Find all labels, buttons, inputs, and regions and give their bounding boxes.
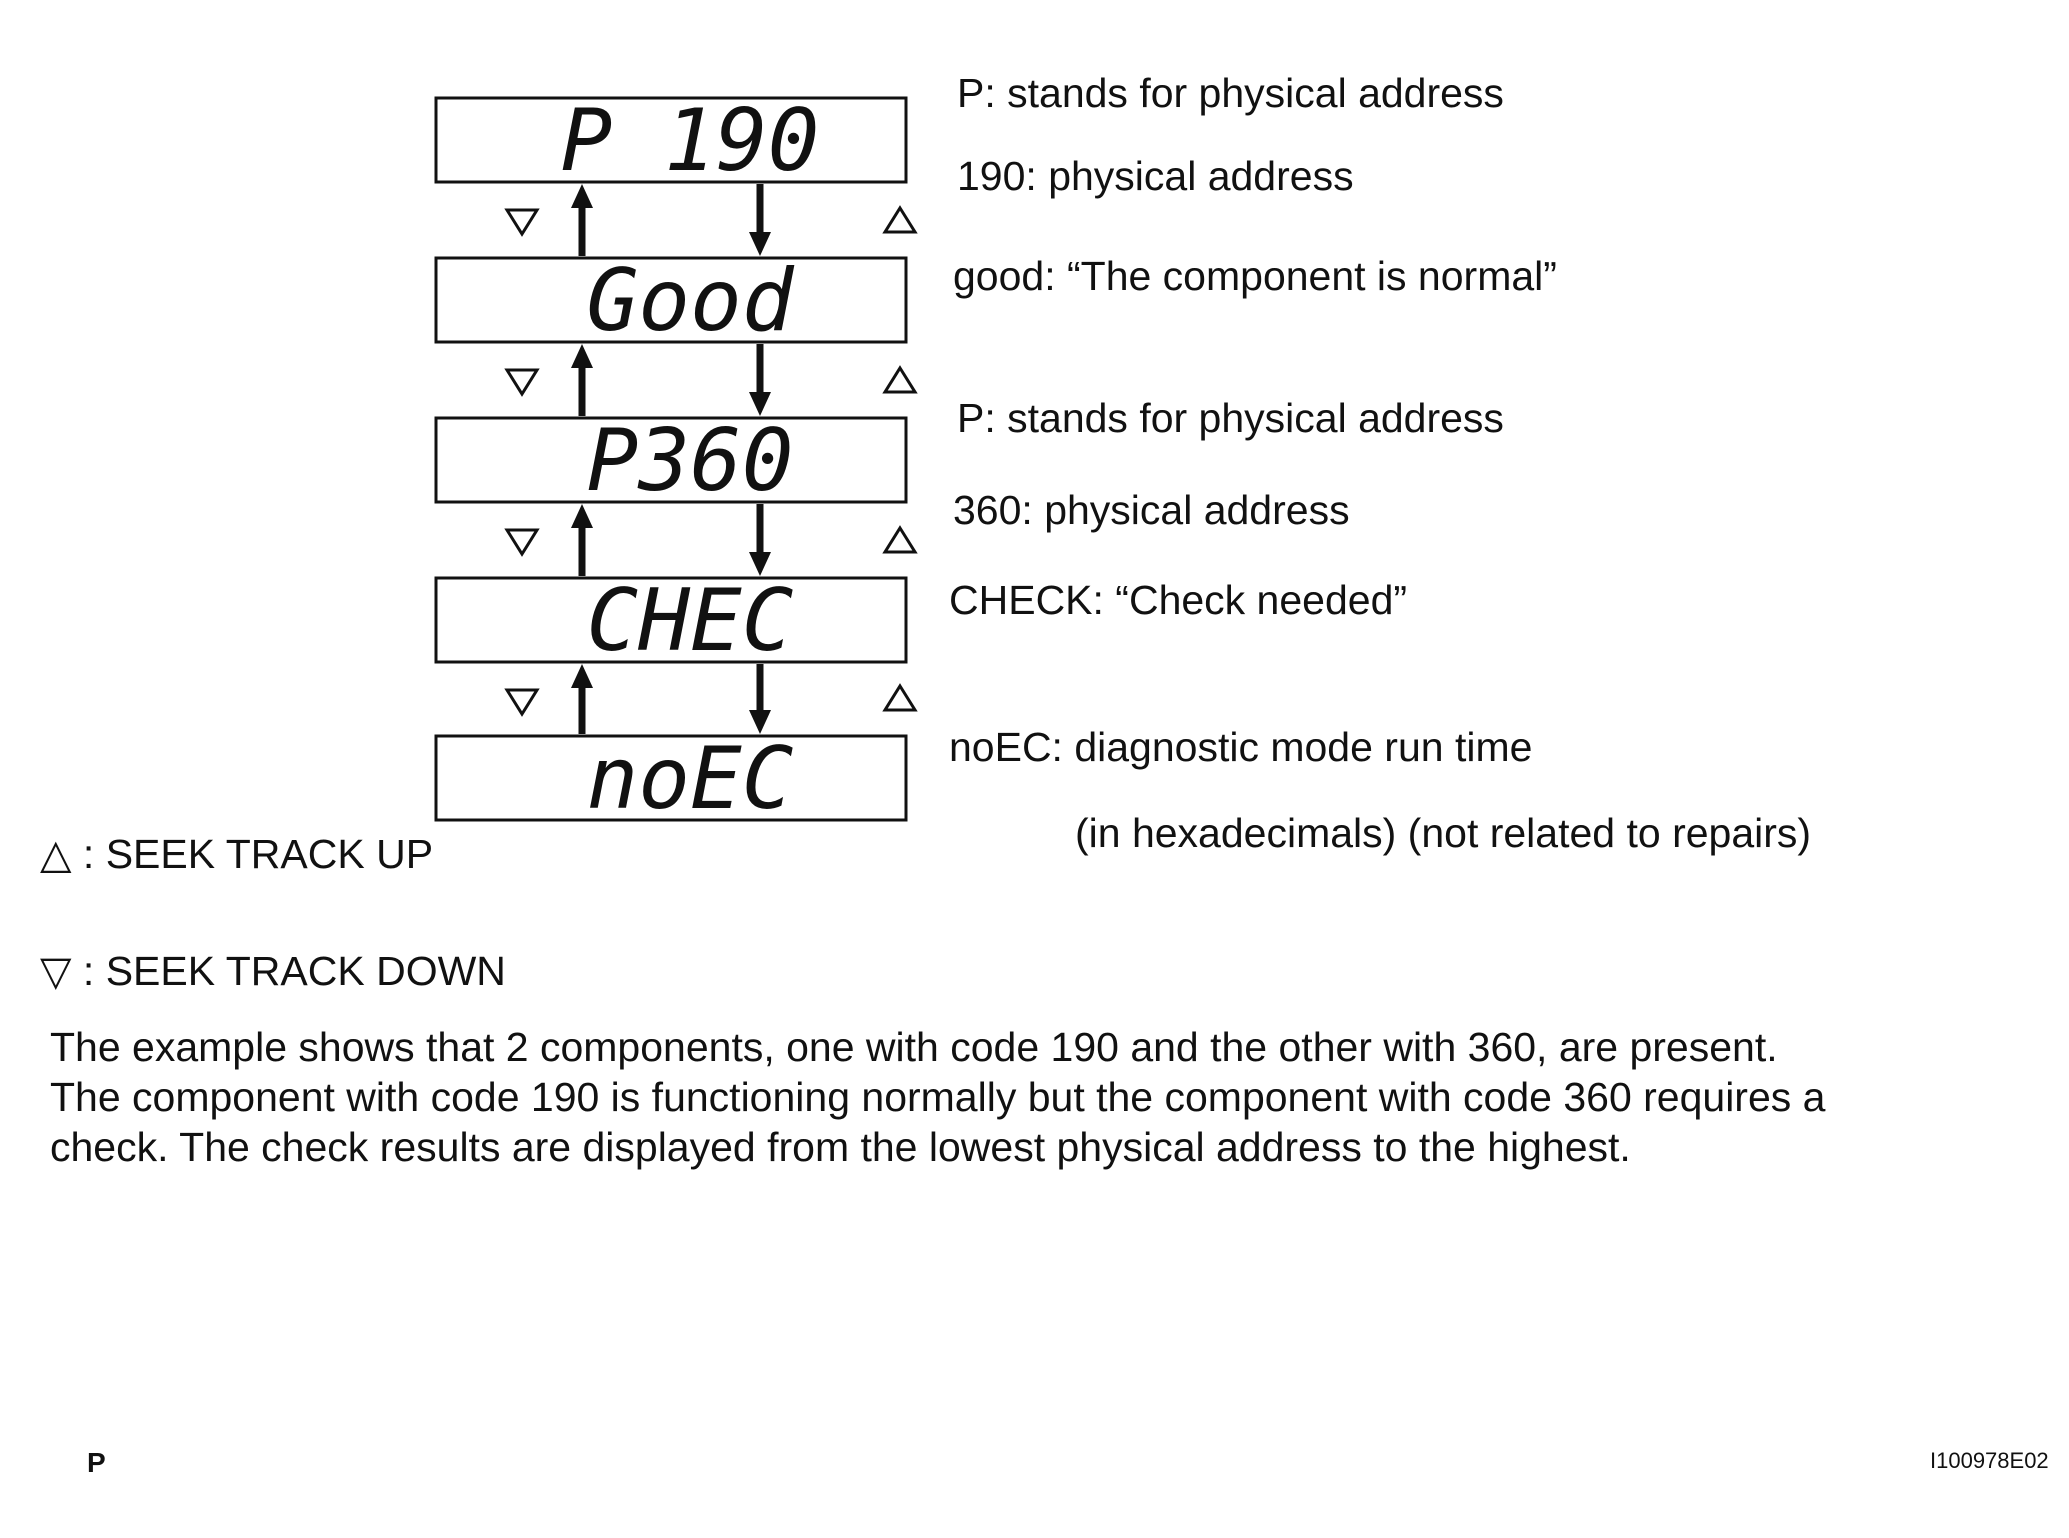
annotation-check: CHECK: “Check needed” — [949, 577, 1408, 623]
lcd-display-4: CHEC — [434, 571, 908, 671]
down-arrow-icon — [749, 392, 771, 416]
up-arrow-icon — [571, 504, 593, 528]
lcd-display-3: P360 — [434, 411, 908, 511]
explanation-line-1: The example shows that 2 components, one… — [50, 1024, 1778, 1070]
connector-4 — [504, 664, 918, 734]
down-arrow-icon — [749, 552, 771, 576]
lcd-display-1-text: P 190 — [561, 91, 820, 191]
annotation-190-address: 190: physical address — [957, 153, 1354, 199]
lcd-display-4-text: CHEC — [586, 571, 793, 671]
connector-3 — [504, 504, 918, 576]
connector-2 — [504, 344, 918, 416]
annotation-noec: noEC: diagnostic mode run time — [949, 724, 1533, 770]
seek-up-triangle-icon — [882, 683, 918, 712]
legend-seek-down: ▽ : SEEK TRACK DOWN — [40, 948, 506, 994]
lcd-display-2-text: Good — [586, 251, 794, 351]
seek-up-triangle-icon — [882, 365, 918, 394]
annotation-360-address: 360: physical address — [953, 487, 1350, 533]
footer-left-label: P — [87, 1447, 106, 1478]
down-arrow-icon — [749, 710, 771, 734]
seek-down-triangle-icon — [504, 528, 540, 557]
seek-up-triangle-icon — [882, 205, 918, 234]
explanation-line-3: check. The check results are displayed f… — [50, 1124, 1631, 1170]
seek-up-triangle-icon — [882, 525, 918, 554]
seek-down-triangle-icon — [504, 368, 540, 397]
lcd-display-5-text: noEC — [586, 729, 793, 829]
annotation-noec-detail: (in hexadecimals) (not related to repair… — [1075, 810, 1812, 856]
lcd-display-2: Good — [434, 251, 908, 351]
up-arrow-icon — [571, 184, 593, 208]
legend-seek-up: △ : SEEK TRACK UP — [40, 831, 434, 877]
lcd-display-3-text: P360 — [586, 411, 793, 511]
lcd-display-5: noEC — [434, 729, 908, 829]
seek-down-triangle-icon — [504, 208, 540, 237]
explanation-line-2: The component with code 190 is functioni… — [50, 1074, 1826, 1120]
down-arrow-icon — [749, 232, 771, 256]
up-arrow-icon — [571, 344, 593, 368]
lcd-display-1: P 190 — [434, 91, 908, 191]
annotation-p-360-prefix: P: stands for physical address — [957, 395, 1504, 441]
explanation-paragraph: The example shows that 2 components, one… — [50, 1022, 1950, 1172]
figure-id: I100978E02 — [1930, 1448, 2049, 1473]
annotation-good: good: “The component is normal” — [953, 253, 1557, 299]
up-arrow-icon — [571, 664, 593, 688]
seek-down-triangle-icon — [504, 688, 540, 717]
connector-1 — [504, 184, 918, 256]
annotation-p-190-prefix: P: stands for physical address — [957, 70, 1504, 116]
